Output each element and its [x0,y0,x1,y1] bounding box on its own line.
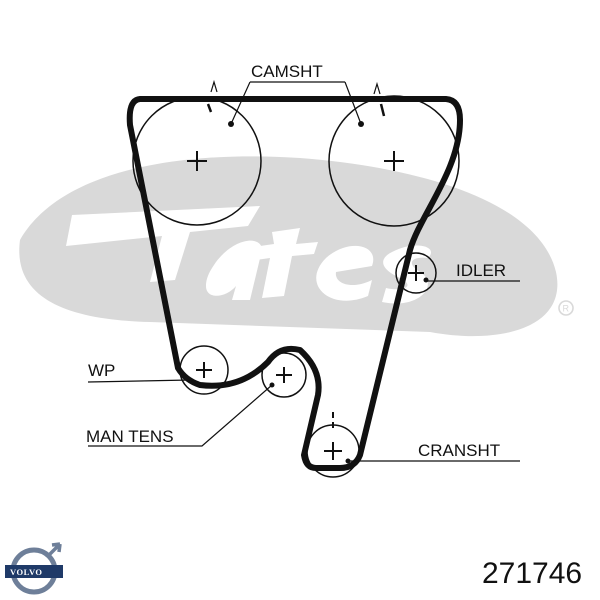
camshaft-label: CAMSHT [251,62,323,81]
leader-lines [87,81,520,462]
camshaft-pulley-left [132,79,262,226]
manual-tensioner-label: MAN TENS [86,427,174,446]
idler-pulley [395,252,437,294]
gates-watermark-logo: R [19,156,574,337]
part-number: 271746 [482,557,582,590]
idler-label: IDLER [456,261,506,280]
crankshaft-pulley [306,412,360,478]
svg-text:R: R [563,304,570,314]
volvo-logo-text: VOLVO [10,567,43,577]
manual-tensioner-pulley [261,352,307,398]
crankshaft-label: CRANSHT [418,441,500,460]
water-pump-label: WP [88,361,115,380]
volvo-logo: VOLVO [5,542,63,595]
